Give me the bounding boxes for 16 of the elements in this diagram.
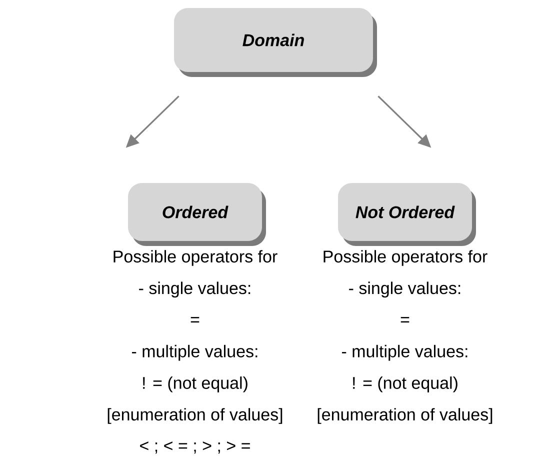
operator-text: [enumeration of values]	[318, 408, 492, 424]
operator-text: - single values:	[139, 282, 250, 298]
operator-text: - multiple values:	[132, 344, 258, 361]
operator-text: =	[400, 317, 410, 322]
operator-text: < ; < = ; > ; > =	[140, 442, 250, 454]
operator-text: =	[190, 317, 200, 322]
operator-text: Possible operators for	[114, 250, 278, 266]
rounded-box: Domain	[174, 8, 377, 77]
operator-text: [enumeration of values]	[108, 408, 282, 424]
operator-text: Possible operators for	[324, 250, 488, 266]
rounded-box: Ordered	[128, 183, 266, 246]
rounded-box: Not Ordered	[338, 183, 476, 246]
operator-text: ! = (not equal)	[143, 376, 248, 392]
operator-text: ! = (not equal)	[353, 376, 458, 392]
operator-text: - multiple values:	[342, 344, 468, 361]
operator-text: - single values:	[349, 282, 460, 298]
